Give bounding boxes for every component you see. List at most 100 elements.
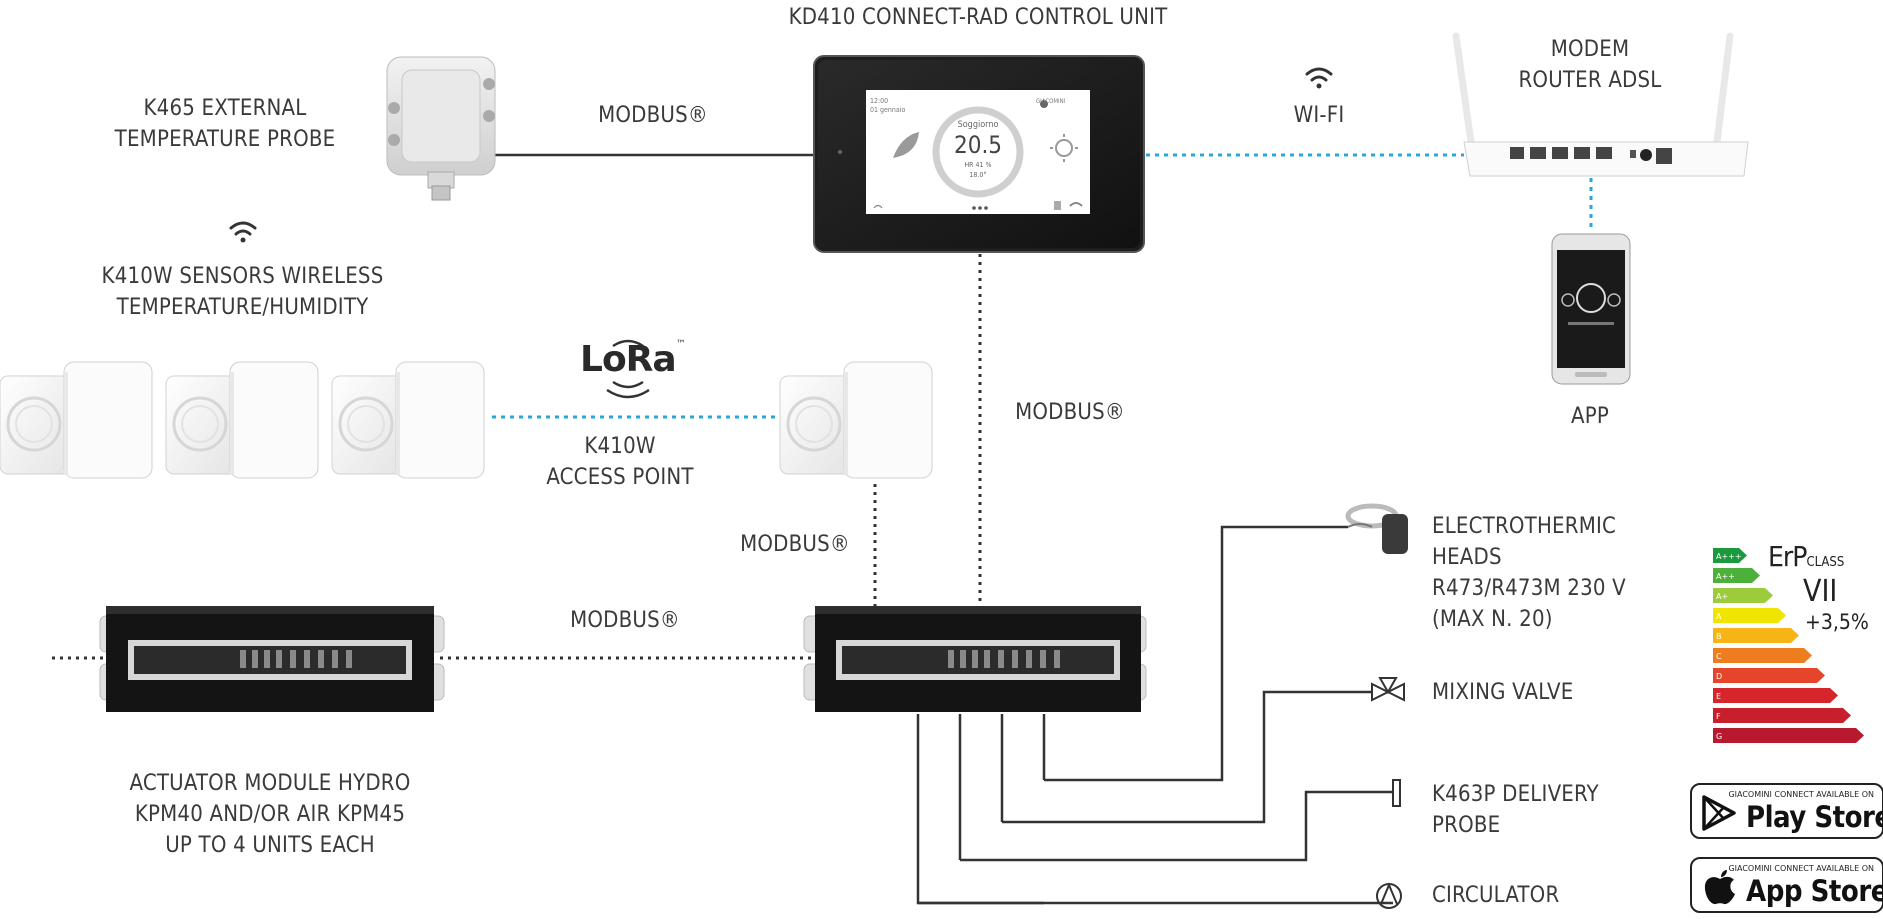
delivery-probe-label-line2: PROBE	[1432, 813, 1501, 838]
external-probe-device	[386, 56, 496, 201]
wireless-sensor	[0, 360, 154, 480]
app-store-available-text: GIACOMINI CONNECT AVAILABLE ON	[1728, 864, 1874, 873]
erp-band	[1713, 688, 1838, 703]
router-label: MODEM ROUTER ADSL	[1480, 34, 1700, 96]
heads-label-line4: (MAX N. 20)	[1432, 607, 1553, 632]
delivery-probe-line	[1044, 790, 1393, 862]
modbus-label-vertical: MODBUS®	[1015, 400, 1125, 425]
display-clock: 12:00 01 gennaio	[870, 97, 905, 115]
sensors-label-line1: K410W SENSORS WIRELESS	[101, 264, 384, 289]
external-probe-label-line2: TEMPERATURE PROBE	[114, 127, 336, 152]
erp-class-suffix: CLASS	[1806, 555, 1845, 570]
erp-band-label: A	[1716, 612, 1722, 621]
erp-band-label: D	[1716, 672, 1722, 681]
erp-band-label: A++	[1716, 572, 1735, 581]
actuator-label-line2: KPM40 AND/OR AIR KPM45	[134, 802, 406, 827]
erp-band-label: A+++	[1716, 552, 1742, 561]
circulator-label: CIRCULATOR	[1432, 883, 1560, 908]
mixing-valve-line	[1002, 690, 1372, 824]
wireless-connections	[492, 153, 1593, 419]
heads-line	[1044, 525, 1348, 782]
display-brand: GIACOMINI	[1036, 98, 1066, 105]
heads-label-line3: R473/R473M 230 V	[1432, 576, 1626, 601]
delivery-probe-icon	[1392, 779, 1401, 807]
lora-trademark: ™	[675, 339, 686, 350]
erp-band	[1713, 568, 1760, 583]
erp-band	[1713, 608, 1786, 623]
access-point-label: K410W ACCESS POINT	[520, 431, 720, 493]
erp-band-label: C	[1716, 652, 1722, 661]
wifi-icon	[1305, 67, 1333, 89]
erp-class-value: VII	[1803, 574, 1838, 609]
sensors-wifi-icon	[229, 221, 257, 243]
circulator-line	[916, 714, 1044, 905]
smartphone-device	[1551, 233, 1631, 385]
erp-band-label: A+	[1716, 592, 1728, 601]
modbus-label-probe: MODBUS®	[598, 103, 708, 128]
wireless-sensors-group	[0, 360, 934, 480]
access-point-device	[778, 360, 934, 480]
erp-band-label: B	[1716, 632, 1722, 641]
erp-band-label: F	[1716, 712, 1721, 721]
erp-band	[1713, 728, 1864, 743]
router-label-line1: MODEM	[1550, 37, 1630, 62]
actuator-module-left	[99, 606, 445, 712]
erp-band	[1713, 708, 1851, 723]
play-store-available-text: GIACOMINI CONNECT AVAILABLE ON	[1728, 790, 1874, 799]
modbus-label-access-point: MODBUS®	[740, 532, 850, 557]
erp-band	[1713, 628, 1799, 643]
display-time: 12:00	[870, 97, 889, 105]
erp-energy-bands: A+++ A++ A+ A B C D E F G	[1713, 548, 1864, 743]
display-date: 01 gennaio	[870, 106, 906, 114]
erp-bonus: +3,5%	[1805, 610, 1869, 634]
app-store-text: App Store	[1746, 874, 1883, 908]
access-point-label-line2: ACCESS POINT	[546, 465, 694, 490]
erp-band	[1713, 648, 1812, 663]
app-store-badge[interactable]: GIACOMINI CONNECT AVAILABLE ON App Store	[1690, 857, 1883, 913]
actuator-module-main	[803, 606, 1147, 712]
electrothermic-head-device	[1345, 503, 1408, 554]
external-probe-label: K465 EXTERNAL TEMPERATURE PROBE	[90, 93, 360, 155]
router-device	[1452, 32, 1749, 177]
wireless-sensor	[330, 360, 486, 480]
display-humidity: HR 41 %	[964, 161, 992, 169]
access-point-label-line1: K410W	[584, 434, 656, 459]
mixing-valve-icon	[1371, 677, 1405, 702]
app-label: APP	[1570, 404, 1609, 429]
erp-band	[1713, 588, 1773, 603]
display-temperature: 20.5	[953, 131, 1003, 159]
control-unit-label: KD410 CONNECT-RAD CONTROL UNIT	[788, 5, 1168, 30]
lora-logo	[606, 339, 650, 399]
play-store-badge[interactable]: GIACOMINI CONNECT AVAILABLE ON Play Stor…	[1690, 783, 1883, 839]
apple-icon	[1704, 870, 1735, 905]
lora-text: LoRa	[580, 339, 677, 380]
display-setpoint: 18.0°	[969, 171, 987, 179]
router-label-line2: ROUTER ADSL	[1518, 68, 1662, 93]
mixing-valve-label: MIXING VALVE	[1432, 680, 1574, 705]
actuator-label: ACTUATOR MODULE HYDRO KPM40 AND/OR AIR K…	[100, 768, 440, 861]
display-readings: HR 41 % 18.0°	[938, 160, 1018, 180]
actuator-label-line3: UP TO 4 UNITS EACH	[165, 833, 375, 858]
erp-band-label: E	[1716, 692, 1721, 701]
wireless-sensor	[164, 360, 320, 480]
wifi-label: WI-FI	[1293, 103, 1345, 128]
heads-label-line2: HEADS	[1432, 545, 1502, 570]
wired-connections	[493, 153, 1393, 905]
modbus-dotted-connections	[52, 254, 982, 660]
play-store-icon	[1702, 795, 1736, 831]
actuator-label-line1: ACTUATOR MODULE HYDRO	[129, 771, 411, 796]
control-unit-device	[813, 55, 1145, 253]
play-store-text: Play Store	[1746, 800, 1883, 834]
erp-title-text: ErP	[1768, 540, 1807, 573]
sensors-label-line2: TEMPERATURE/HUMIDITY	[116, 295, 369, 320]
delivery-probe-label: K463P DELIVERY PROBE	[1432, 779, 1632, 841]
erp-title: ErPCLASS	[1768, 540, 1844, 573]
delivery-probe-label-line1: K463P DELIVERY	[1432, 782, 1599, 807]
circulator-icon	[1376, 882, 1402, 909]
erp-band-label: G	[1716, 732, 1722, 741]
heads-label-line1: ELECTROTHERMIC	[1432, 514, 1617, 539]
erp-band	[1713, 548, 1747, 563]
modbus-label-modules: MODBUS®	[570, 608, 680, 633]
